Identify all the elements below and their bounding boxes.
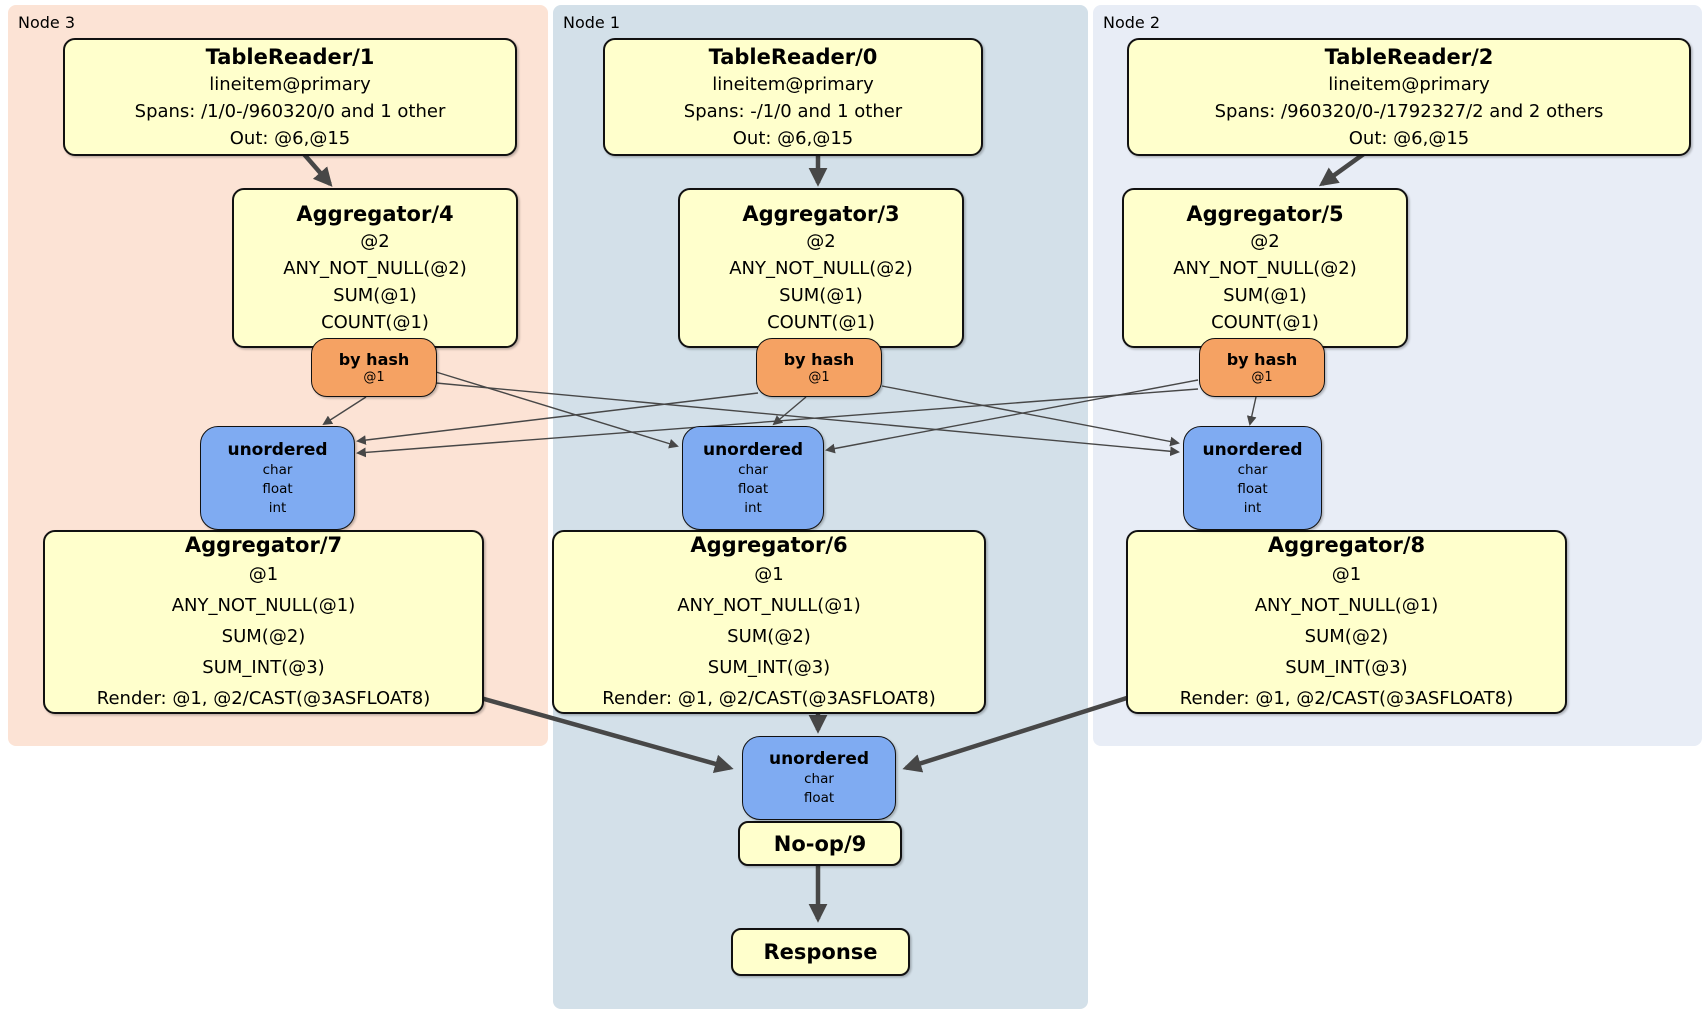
aggregator-4-fn3: COUNT(@1) xyxy=(321,312,429,333)
aggregator-7-fn1: ANY_NOT_NULL(@1) xyxy=(171,594,356,616)
aggregator-5-group: @2 xyxy=(1250,231,1280,252)
aggregator-3-fn2: SUM(@1) xyxy=(779,285,863,306)
aggregator-8-fn2: SUM(@2) xyxy=(1304,625,1389,647)
sync-unordered-right-label: unordered xyxy=(1202,439,1303,460)
reader-to-aggregator-edges xyxy=(301,151,1367,187)
sync-mid-col-char: char xyxy=(738,461,768,478)
box-response: Response xyxy=(731,928,910,976)
tablereader-1-title: TableReader/1 xyxy=(205,44,375,69)
sync-right-col-float: float xyxy=(1237,480,1268,497)
tablereader-1-index: lineitem@primary xyxy=(209,73,371,95)
sync-left-col-int: int xyxy=(268,499,287,516)
box-aggregator-7: Aggregator/7 @1 ANY_NOT_NULL(@1) SUM(@2)… xyxy=(43,530,484,714)
aggregator-8-render: Render: @1, @2/CAST(@3ASFLOAT8) xyxy=(1179,687,1514,709)
aggregator-8-title: Aggregator/8 xyxy=(1267,532,1426,557)
box-aggregator-3: Aggregator/3 @2 ANY_NOT_NULL(@2) SUM(@1)… xyxy=(678,188,964,348)
noop-9-title: No-op/9 xyxy=(773,831,867,856)
region-label-node3: Node 3 xyxy=(18,13,76,32)
sync-unordered-left: unordered char float int xyxy=(200,426,355,530)
aggregator-3-fn1: ANY_NOT_NULL(@2) xyxy=(729,258,913,279)
aggregator-6-fn1: ANY_NOT_NULL(@1) xyxy=(677,594,861,616)
sync-right-col-int: int xyxy=(1243,499,1262,516)
box-aggregator-8: Aggregator/8 @1 ANY_NOT_NULL(@1) SUM(@2)… xyxy=(1126,530,1567,714)
aggregator-5-fn1: ANY_NOT_NULL(@2) xyxy=(1173,258,1357,279)
sync-final-col-char: char xyxy=(804,771,834,787)
aggregator-4-title: Aggregator/4 xyxy=(296,202,454,226)
tablereader-0-spans: Spans: -/1/0 and 1 other xyxy=(683,100,903,122)
tablereader-1-spans: Spans: /1/0-/960320/0 and 1 other xyxy=(134,100,446,122)
sync-unordered-mid: unordered char float int xyxy=(682,426,824,530)
sync-final-col-float: float xyxy=(803,790,835,806)
tablereader-0-title: TableReader/0 xyxy=(708,44,878,69)
router-by-hash-5: by hash @1 xyxy=(1199,338,1325,397)
aggregator-5-fn3: COUNT(@1) xyxy=(1211,312,1319,333)
box-aggregator-5: Aggregator/5 @2 ANY_NOT_NULL(@2) SUM(@1)… xyxy=(1122,188,1408,348)
box-tablereader-1: TableReader/1 lineitem@primary Spans: /1… xyxy=(63,38,517,156)
box-noop-9: No-op/9 xyxy=(738,821,902,866)
tablereader-0-out: Out: @6,@15 xyxy=(732,127,854,149)
aggregator-4-fn1: ANY_NOT_NULL(@2) xyxy=(283,258,467,279)
router-to-sync-edges xyxy=(322,371,1257,458)
tablereader-1-out: Out: @6,@15 xyxy=(229,127,351,149)
sync-right-col-char: char xyxy=(1237,461,1268,478)
aggregator-7-fn3: SUM_INT(@3) xyxy=(202,656,325,678)
aggregator-3-title: Aggregator/3 xyxy=(742,202,900,226)
router-by-hash-5-columns: @1 xyxy=(1251,369,1273,385)
aggregator-6-title: Aggregator/6 xyxy=(690,532,848,557)
sync-unordered-final: unordered char float xyxy=(742,736,896,820)
aggregator-8-group: @1 xyxy=(1331,563,1362,585)
sync-unordered-mid-label: unordered xyxy=(702,439,804,460)
aggregator-6-fn2: SUM(@2) xyxy=(727,625,811,647)
aggregator-5-title: Aggregator/5 xyxy=(1186,202,1344,226)
aggregator-4-fn2: SUM(@1) xyxy=(333,285,417,306)
tablereader-2-out: Out: @6,@15 xyxy=(1348,127,1470,149)
tablereader-2-spans: Spans: /960320/0-/1792327/2 and 2 others xyxy=(1214,100,1604,122)
sync-unordered-final-label: unordered xyxy=(768,749,870,769)
router-by-hash-5-label: by hash xyxy=(1226,349,1298,369)
aggregator-7-title: Aggregator/7 xyxy=(184,532,343,557)
tablereader-2-index: lineitem@primary xyxy=(1328,73,1490,95)
aggregator-3-group: @2 xyxy=(806,231,836,252)
aggregator-8-fn1: ANY_NOT_NULL(@1) xyxy=(1254,594,1439,616)
region-label-node1: Node 1 xyxy=(563,13,621,32)
sync-left-col-char: char xyxy=(262,461,293,478)
tablereader-2-title: TableReader/2 xyxy=(1324,44,1494,69)
aggregator-6-fn3: SUM_INT(@3) xyxy=(707,656,831,678)
aggregator-7-group: @1 xyxy=(248,563,279,585)
aggregator-7-fn2: SUM(@2) xyxy=(221,625,306,647)
response-title: Response xyxy=(763,940,878,964)
router-by-hash-4-label: by hash xyxy=(338,349,410,369)
box-tablereader-2: TableReader/2 lineitem@primary Spans: /9… xyxy=(1127,38,1691,156)
box-tablereader-0: TableReader/0 lineitem@primary Spans: -/… xyxy=(603,38,983,156)
router-by-hash-3: by hash @1 xyxy=(756,338,882,397)
sync-mid-col-int: int xyxy=(744,499,762,516)
router-by-hash-3-label: by hash xyxy=(783,349,855,369)
aggregator-3-fn3: COUNT(@1) xyxy=(767,312,875,333)
sync-unordered-left-label: unordered xyxy=(227,439,328,460)
sync-left-col-float: float xyxy=(262,480,293,497)
router-by-hash-4: by hash @1 xyxy=(311,338,437,397)
region-label-node2: Node 2 xyxy=(1103,13,1161,32)
sync-unordered-right: unordered char float int xyxy=(1183,426,1322,530)
router-by-hash-3-columns: @1 xyxy=(808,369,830,385)
aggregator-4-group: @2 xyxy=(360,231,390,252)
aggregator-6-render: Render: @1, @2/CAST(@3ASFLOAT8) xyxy=(602,687,936,709)
box-aggregator-4: Aggregator/4 @2 ANY_NOT_NULL(@2) SUM(@1)… xyxy=(232,188,518,348)
aggregator-to-final-edges xyxy=(476,694,1131,923)
router-by-hash-4-columns: @1 xyxy=(363,369,385,385)
aggregator-8-fn3: SUM_INT(@3) xyxy=(1285,656,1408,678)
tablereader-0-index: lineitem@primary xyxy=(712,73,874,95)
aggregator-5-fn2: SUM(@1) xyxy=(1223,285,1307,306)
box-aggregator-6: Aggregator/6 @1 ANY_NOT_NULL(@1) SUM(@2)… xyxy=(552,530,986,714)
aggregator-7-render: Render: @1, @2/CAST(@3ASFLOAT8) xyxy=(96,687,431,709)
aggregator-6-group: @1 xyxy=(754,563,784,585)
sync-mid-col-float: float xyxy=(737,480,769,497)
